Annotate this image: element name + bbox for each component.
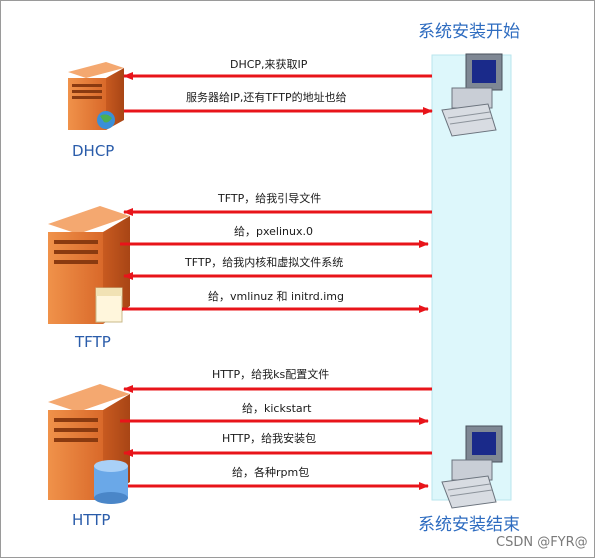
- message-label: 给，各种rpm包: [232, 465, 309, 479]
- dhcp-label: DHCP: [72, 142, 114, 160]
- title-start: 系统安装开始: [418, 22, 520, 42]
- http-server-icon: [48, 384, 130, 504]
- client-computer-icon: [441, 53, 503, 137]
- message-label: 服务器给IP,还有TFTP的地址也给: [186, 90, 347, 104]
- message-label: 给，kickstart: [242, 402, 312, 415]
- message-arrows: [120, 72, 433, 490]
- tftp-label: TFTP: [74, 333, 111, 351]
- dhcp-server-icon: [68, 62, 124, 130]
- message-label: HTTP，给我安装包: [222, 431, 316, 445]
- message-label: DHCP,来获取IP: [230, 58, 308, 71]
- watermark: CSDN @FYR@: [496, 535, 588, 550]
- http-label: HTTP: [72, 511, 110, 529]
- message-label: 给，vmlinuz 和 initrd.img: [208, 290, 344, 303]
- tftp-server-icon: [48, 206, 130, 324]
- message-label: HTTP，给我ks配置文件: [212, 367, 329, 381]
- message-label: TFTP，给我内核和虚拟文件系统: [184, 255, 343, 269]
- client-computer-icon: [441, 425, 503, 509]
- message-label: 给，pxelinux.0: [234, 225, 313, 238]
- message-label: TFTP，给我引导文件: [217, 191, 321, 205]
- title-end: 系统安装结束: [418, 515, 520, 535]
